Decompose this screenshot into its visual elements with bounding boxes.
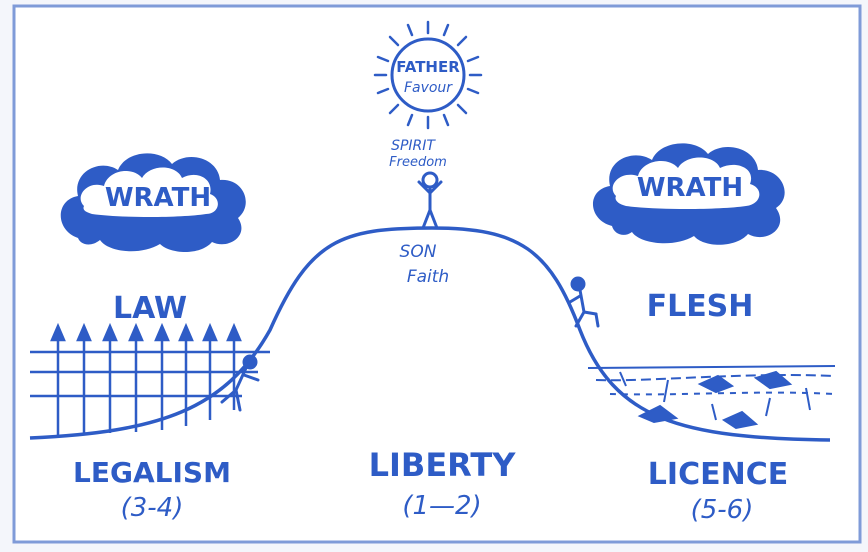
flesh-pit [587,365,836,430]
sun-icon [373,20,483,130]
sun-label-father: FATHER [396,58,460,76]
legalism-label: LEGALISM [73,456,231,489]
climbing-person-icon [220,354,260,412]
licence-range: (5-6) [691,495,754,525]
right-wrath-label: WRATH [637,173,743,203]
left-wrath-label: WRATH [105,183,211,213]
summit-label-freedom: Freedom [389,155,447,170]
hill-label-faith: Faith [407,267,449,287]
sun-label-favour: Favour [404,80,453,96]
flesh-label: FLESH [647,289,754,324]
diagram-frame [12,4,862,544]
law-fence [30,322,270,435]
right-wrath-cloud-icon [592,143,785,245]
liberty-label: LIBERTY [369,446,517,484]
person-on-summit-icon [417,171,443,230]
left-wrath-cloud-icon [60,153,246,252]
summit-label-spirit: SPIRIT [391,138,436,154]
legalism-range: (3-4) [121,493,184,523]
liberty-range: (1—2) [402,491,481,521]
falling-person-icon [568,276,600,328]
hill-label-son: SON [400,242,437,262]
licence-label: LICENCE [648,457,788,492]
law-label: LAW [113,291,187,326]
